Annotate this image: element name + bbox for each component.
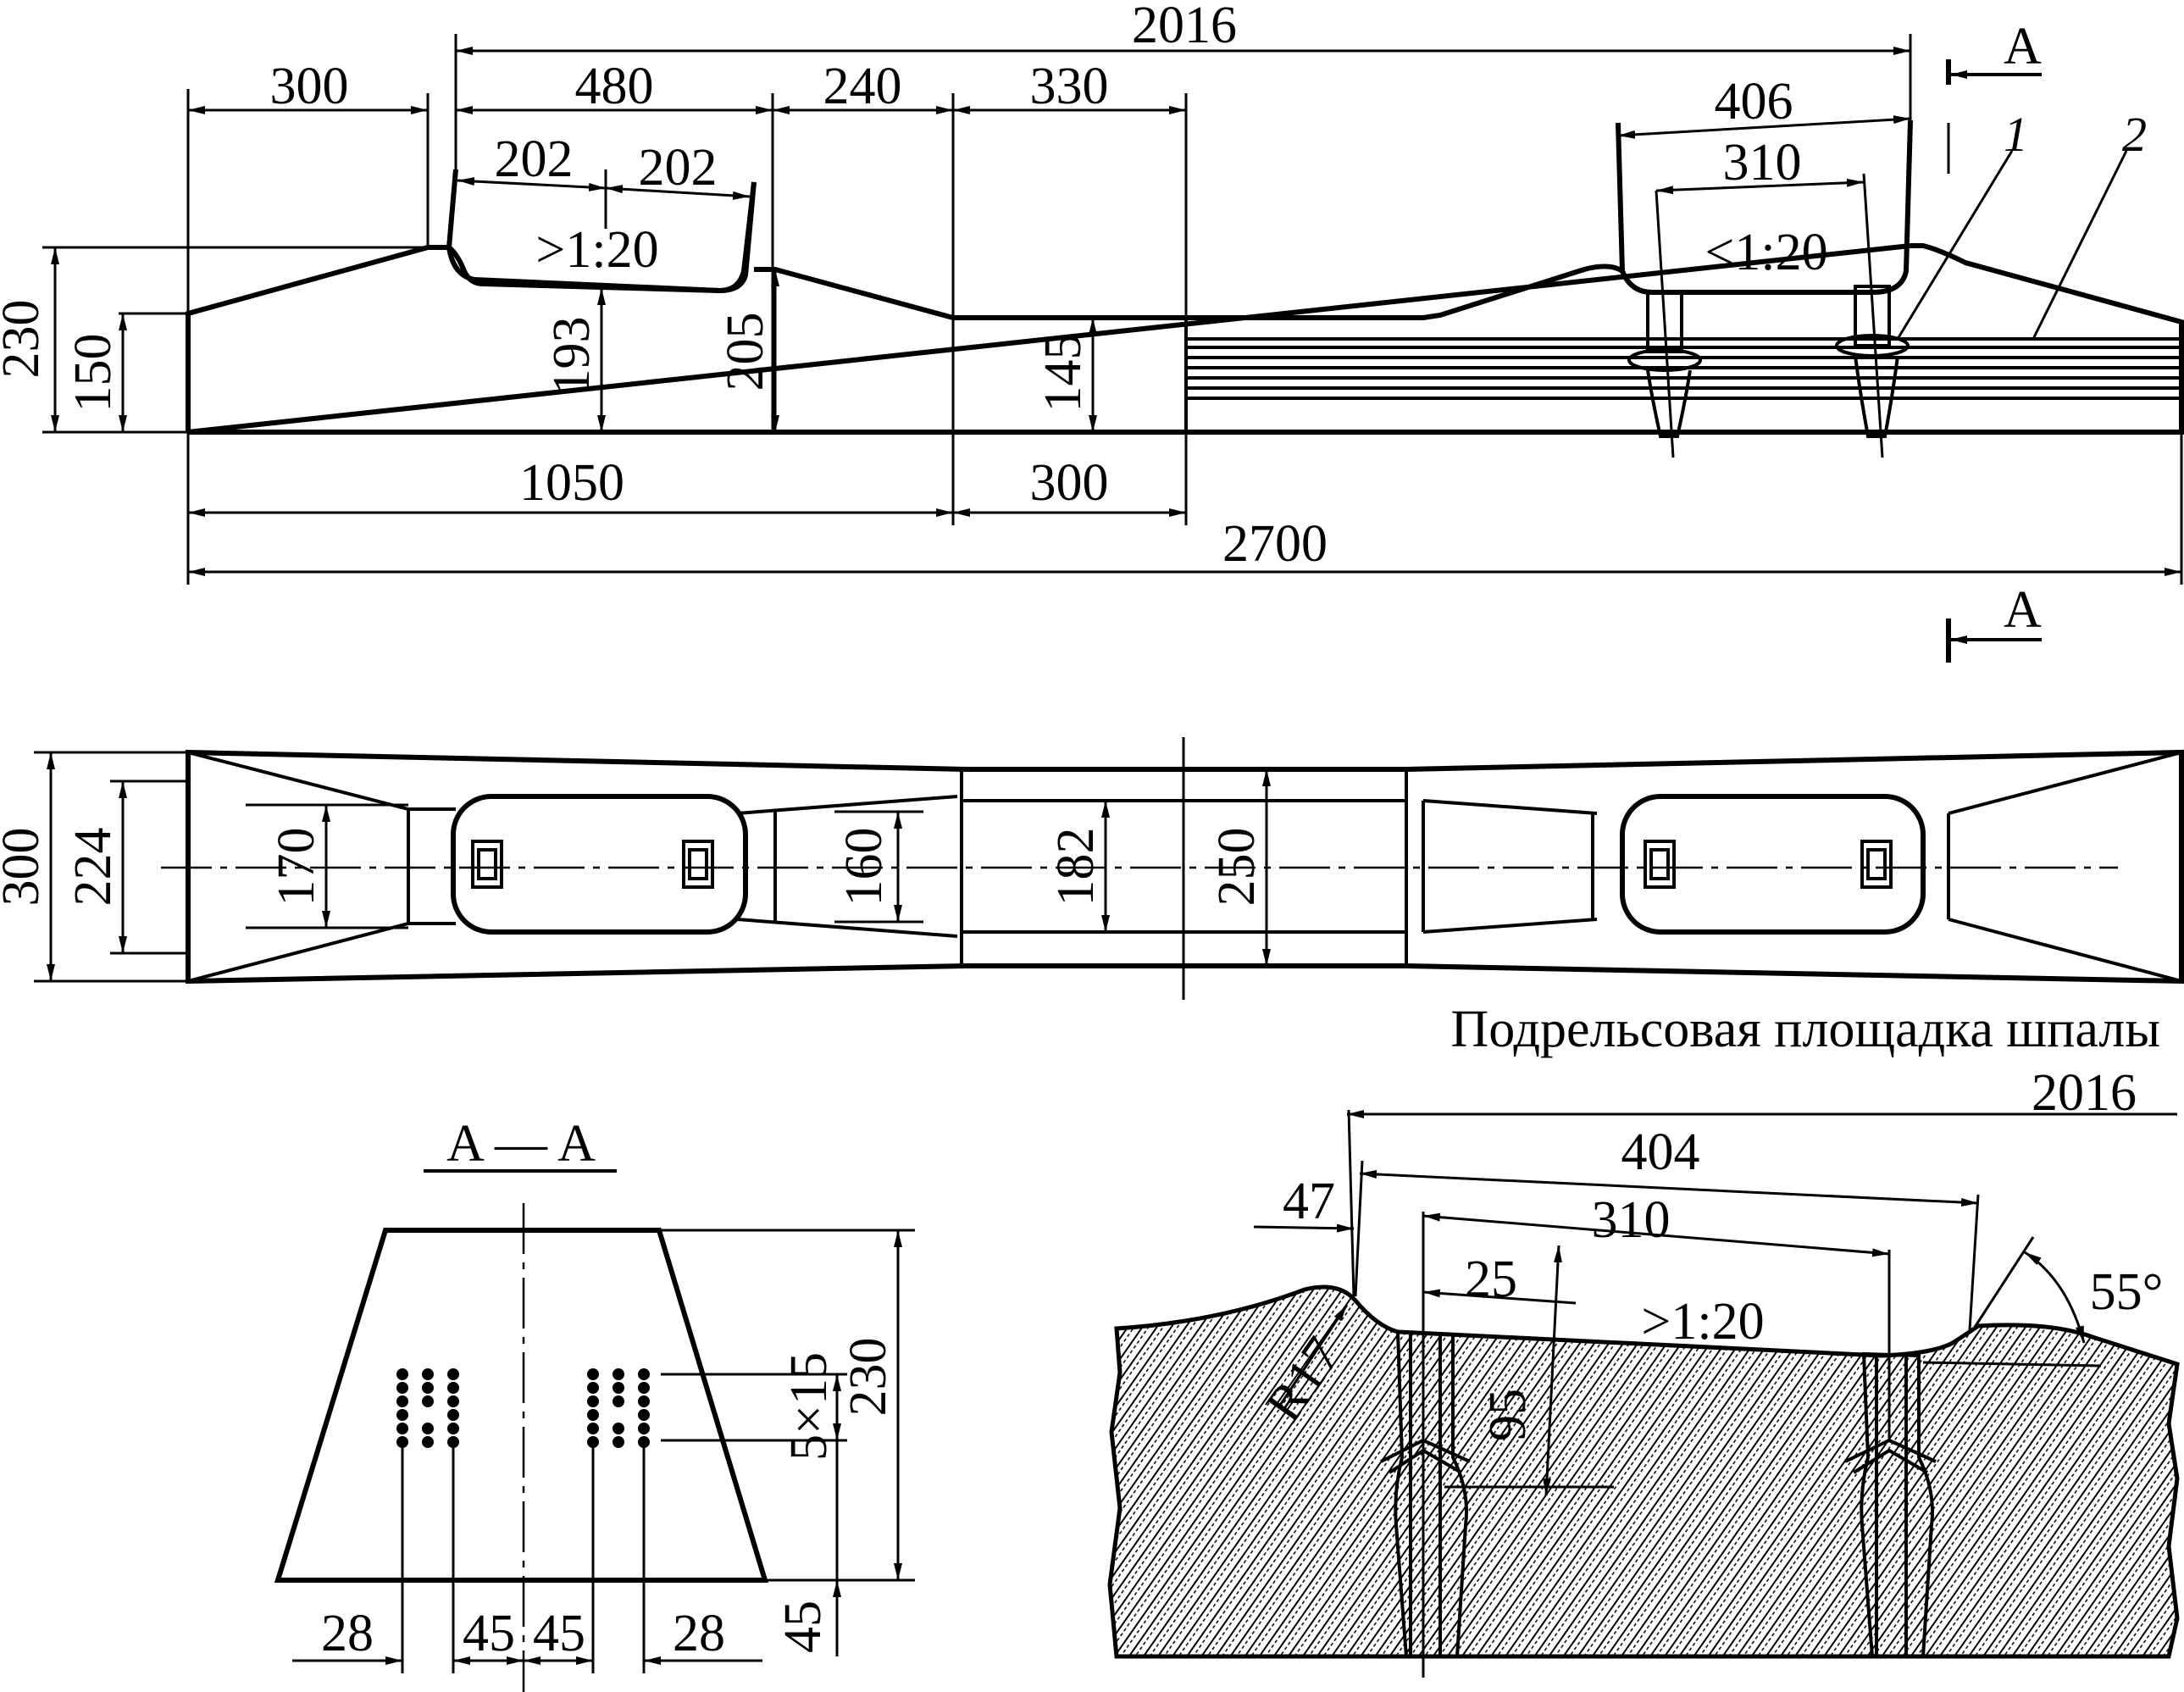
fastening-bolt-left [1627, 190, 1702, 458]
section-aa: A — A 230 5×15 45 28 45 [274, 1115, 915, 1692]
rail-seat-dim-2016: 2016 [2032, 1064, 2137, 1122]
section-aa-dim-28-right: 28 [673, 1605, 725, 1662]
plan-dimension-lines [34, 751, 1271, 983]
section-label-top: A [2004, 18, 2042, 75]
dim-bottom-300: 300 [1030, 454, 1109, 512]
plan-dim-250: 250 [1208, 828, 1266, 907]
dim-h193: 193 [543, 317, 601, 396]
dim-2700: 2700 [1222, 515, 1328, 573]
dim-1050: 1050 [519, 454, 624, 512]
wire-dot [422, 1436, 434, 1448]
callout-2: 2 [2122, 107, 2147, 162]
plan-dim-182: 182 [1047, 828, 1105, 907]
side-view-dimension-lines [51, 47, 2181, 576]
dim-2016: 2016 [1132, 0, 1237, 54]
dim-h145: 145 [1034, 334, 1092, 413]
wire-dot [613, 1368, 624, 1380]
section-aa-dim-45: 45 [774, 1600, 832, 1653]
section-aa-dim-28-left: 28 [321, 1605, 374, 1662]
wire-dot [613, 1436, 624, 1448]
dim-h150: 150 [64, 334, 122, 413]
plan-dim-160: 160 [835, 828, 893, 907]
section-label-bottom: A [2004, 581, 2042, 639]
wire-dot [396, 1423, 408, 1434]
wire-dot [638, 1395, 650, 1407]
left-rail-pad [446, 169, 757, 294]
rail-seat-angle: 55° [2090, 1263, 2164, 1321]
side-view-extension-lines [42, 34, 2183, 585]
section-aa-dim-45-right: 45 [533, 1605, 585, 1662]
wire-dot [613, 1423, 624, 1434]
wire-dot [422, 1423, 434, 1434]
section-aa-dimension-lines [292, 1229, 915, 1673]
wire-dot [613, 1382, 624, 1394]
section-aa-dim-45-left: 45 [463, 1605, 515, 1662]
side-view: A A 1 2 2016 300 480 240 330 406 310 202… [0, 0, 2184, 663]
right-rail-pad [1616, 119, 1913, 295]
wire-dot [447, 1368, 459, 1380]
rail-seat-detail: Подрельсовая площадка шпалы [1107, 1001, 2180, 1678]
dim-202-b: 202 [639, 139, 718, 197]
wire-dot [396, 1395, 408, 1407]
callout-1: 1 [2004, 107, 2028, 162]
rail-seat-dim-95: 95 [1479, 1389, 1537, 1441]
plan-rail-pad-left [451, 794, 748, 935]
dim-480: 480 [575, 58, 654, 115]
slope-left: >1:20 [535, 221, 658, 279]
section-mark-top: A [1946, 18, 2042, 85]
section-aa-wire-dots [396, 1368, 650, 1448]
wire-dot [422, 1368, 434, 1380]
wire-dot [447, 1395, 459, 1407]
slope-right: <1:20 [1705, 224, 1827, 281]
section-aa-title: A — A [446, 1115, 596, 1173]
dim-240: 240 [823, 58, 902, 115]
rail-seat-dimension-lines [1253, 1109, 2177, 1678]
wire-dot [422, 1395, 434, 1407]
rail-seat-dim-310: 310 [1592, 1191, 1671, 1249]
rail-seat-dim-25: 25 [1465, 1251, 1517, 1308]
dim-h205: 205 [717, 313, 774, 391]
wire-dot [447, 1409, 459, 1421]
section-aa-dim-pitch: 5×15 [780, 1352, 838, 1461]
plan-bolt-holes [471, 840, 1893, 889]
plan-dim-300: 300 [0, 828, 50, 907]
wire-dot [587, 1395, 599, 1407]
section-mark-bottom: A [1946, 581, 2042, 663]
rail-seat-slope: >1:20 [1641, 1293, 1764, 1351]
dim-h230: 230 [0, 300, 50, 379]
rail-seat-dim-47: 47 [1283, 1173, 1335, 1230]
wire-dot [613, 1395, 624, 1407]
wire-dot [587, 1368, 599, 1380]
wire-dot [396, 1409, 408, 1421]
dim-310: 310 [1723, 134, 1802, 191]
wire-dot [396, 1382, 408, 1394]
wire-dot [587, 1409, 599, 1421]
rail-seat-caption: Подрельсовая площадка шпалы [1451, 1001, 2160, 1058]
wire-dot [638, 1382, 650, 1394]
fastening-bolt-right [1835, 173, 1910, 458]
plan-view: 300 224 170 160 182 250 [0, 737, 2184, 1000]
wire-dot [447, 1382, 459, 1394]
section-aa-dim-230: 230 [840, 1338, 897, 1417]
dim-406: 406 [1715, 73, 1793, 130]
plan-dim-170: 170 [268, 828, 325, 907]
plan-rail-pad-right [1620, 794, 1926, 935]
section-aa-outline [274, 1228, 769, 1583]
wire-dot [447, 1423, 459, 1434]
dim-300: 300 [270, 58, 349, 115]
dim-330: 330 [1030, 58, 1109, 115]
wire-dot [587, 1423, 599, 1434]
wire-dot [638, 1423, 650, 1434]
wire-dot [422, 1382, 434, 1394]
wire-dot [638, 1409, 650, 1421]
wire-dot [396, 1368, 408, 1380]
plan-dim-224: 224 [64, 828, 122, 907]
wire-dot [638, 1368, 650, 1380]
dim-202-a: 202 [495, 130, 574, 188]
wire-dot [587, 1382, 599, 1394]
rail-seat-dim-404: 404 [1621, 1123, 1700, 1181]
